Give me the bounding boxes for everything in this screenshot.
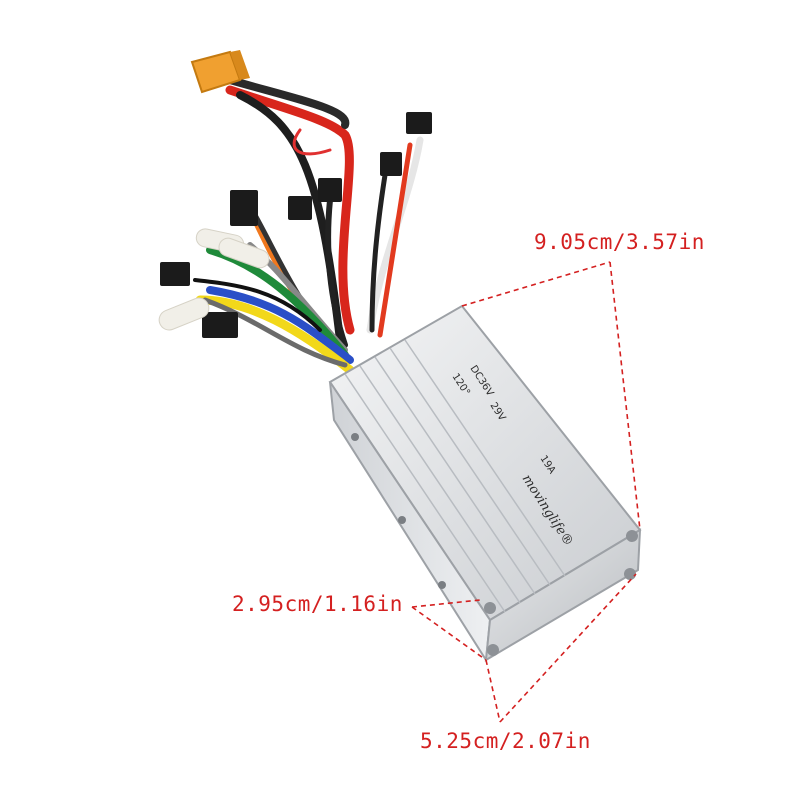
- controller-housing: [328, 304, 642, 663]
- height-guide: [411, 599, 481, 608]
- multi-pin-connector: [230, 190, 258, 226]
- dimension-width-label: 5.25cm/2.07in: [420, 729, 591, 753]
- screw: [484, 602, 496, 614]
- insulation-cap: [218, 237, 270, 269]
- screw: [398, 516, 406, 524]
- screw: [626, 530, 638, 542]
- dimension-length-label: 9.05cm/3.57in: [534, 230, 705, 254]
- insulation-cap: [158, 297, 210, 331]
- plug-connector: [202, 312, 238, 338]
- dimension-lines: [411, 261, 641, 723]
- connectors: [158, 50, 432, 338]
- length-guide: [609, 261, 641, 531]
- plug-connector: [160, 262, 190, 286]
- xt-connector: [190, 50, 250, 94]
- screw: [351, 433, 359, 441]
- width-guide: [485, 659, 501, 723]
- plug-connector: [318, 178, 342, 202]
- screw: [624, 568, 636, 580]
- screw: [487, 644, 499, 656]
- plug-connector: [380, 152, 402, 176]
- width-guide: [499, 573, 637, 723]
- height-guide: [411, 606, 487, 661]
- plug-connector: [406, 112, 432, 134]
- length-guide: [461, 261, 611, 307]
- screw: [438, 581, 446, 589]
- plug-connector: [288, 196, 312, 220]
- dimension-height-label: 2.95cm/1.16in: [232, 592, 403, 616]
